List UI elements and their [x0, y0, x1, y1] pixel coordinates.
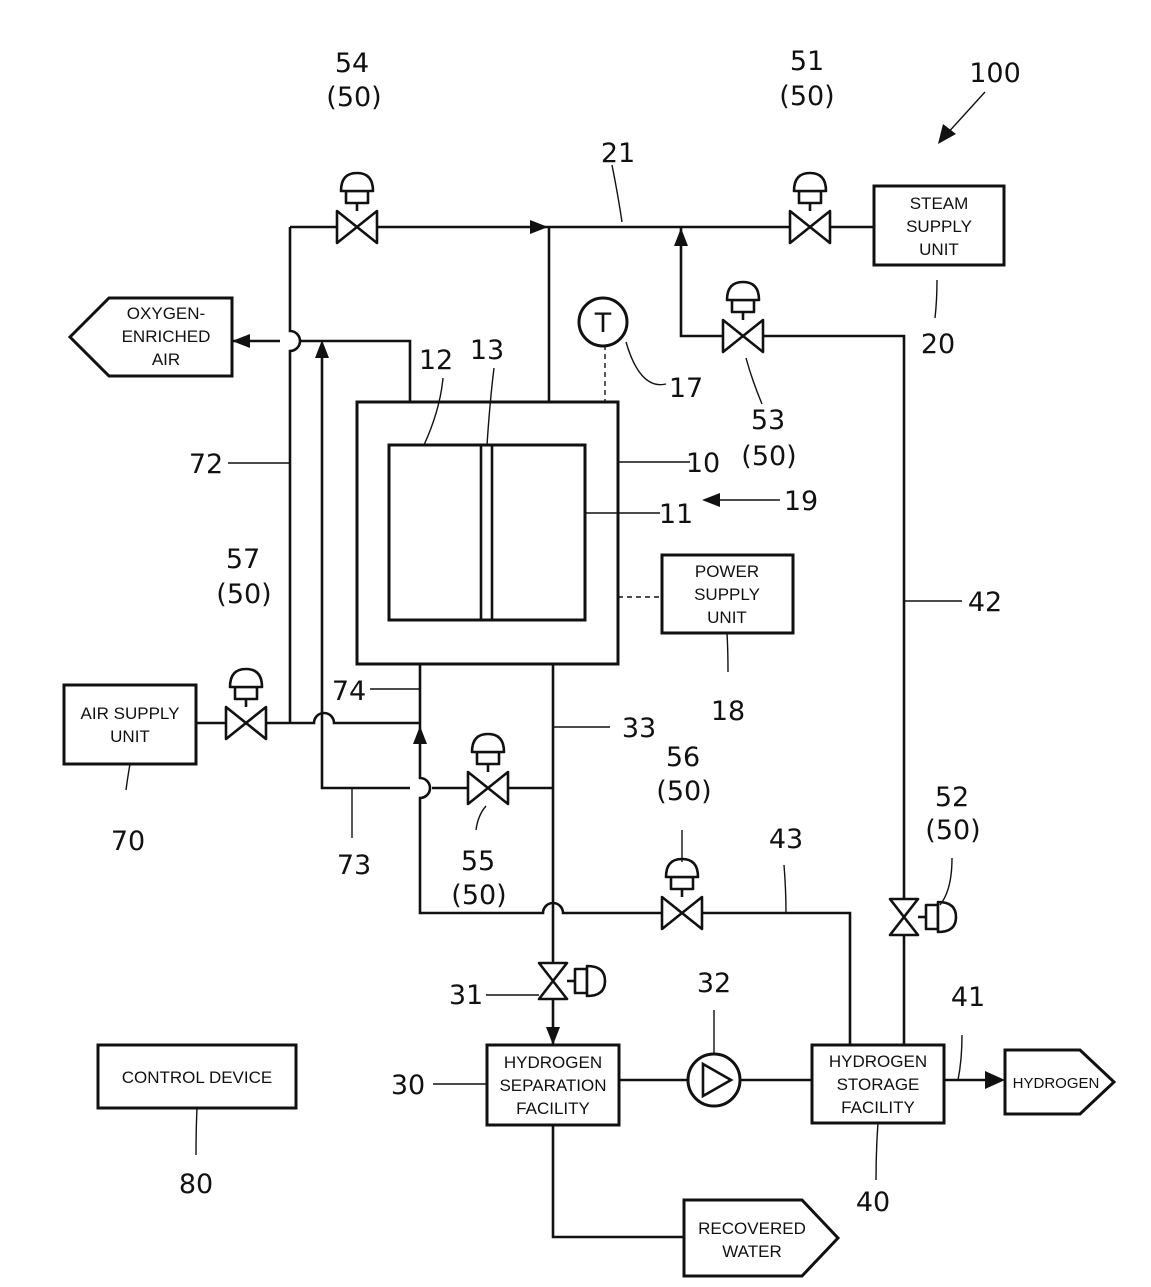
ref-11: 11 [659, 499, 693, 530]
ref-54: 54 [335, 48, 369, 79]
svg-text:SUPPLY: SUPPLY [694, 585, 760, 604]
svg-text:HYDROGEN: HYDROGEN [504, 1053, 602, 1072]
pump-32 [688, 1054, 740, 1106]
svg-text:SUPPLY: SUPPLY [906, 217, 972, 236]
ref-56: 56 [666, 742, 700, 773]
cell-11 [389, 445, 585, 620]
hydrogen-output: HYDROGEN [1005, 1050, 1114, 1114]
svg-text:AIR SUPPLY: AIR SUPPLY [81, 704, 180, 723]
svg-text:AIR: AIR [152, 350, 180, 369]
ref-74: 74 [332, 676, 366, 707]
svg-text:UNIT: UNIT [707, 608, 747, 627]
hydrogen-storage-facility: HYDROGEN STORAGE FACILITY [812, 1045, 944, 1123]
ref-18: 18 [711, 696, 745, 727]
valve-31-icon [539, 963, 605, 999]
ref-73: 73 [337, 850, 371, 881]
ref-40: 40 [856, 1187, 890, 1218]
svg-text:ENRICHED: ENRICHED [122, 327, 211, 346]
ref-53-group: (50) [741, 441, 796, 472]
ref-52-group: (50) [925, 815, 980, 846]
valve-52-icon [890, 899, 956, 935]
svg-text:STORAGE: STORAGE [837, 1075, 920, 1094]
steam-supply-unit: STEAM SUPPLY UNIT [874, 186, 1004, 265]
arrow-up-74 [413, 726, 427, 744]
ref-21: 21 [601, 138, 635, 169]
control-device: CONTROL DEVICE [98, 1045, 296, 1108]
ref-54-group: (50) [326, 82, 381, 113]
ref-19: 19 [784, 486, 818, 517]
ref-51: 51 [790, 46, 824, 77]
ref-57: 57 [226, 544, 260, 575]
ref-57-group: (50) [216, 579, 271, 610]
ref-56-group: (50) [656, 776, 711, 807]
temperature-sensor-17: T [579, 298, 627, 346]
ref-52: 52 [935, 782, 969, 813]
arrow-left-oxygen [232, 334, 250, 348]
air-supply-unit: AIR SUPPLY UNIT [64, 685, 196, 764]
oxygen-enriched-air-output: OXYGEN- ENRICHED AIR [70, 298, 232, 376]
svg-text:POWER: POWER [695, 562, 759, 581]
ref-20: 20 [921, 329, 955, 360]
ref-55-group: (50) [451, 880, 506, 911]
pointer-19-head [702, 493, 720, 507]
valve-51-icon [790, 173, 830, 243]
ref-55: 55 [461, 846, 495, 877]
ref-41: 41 [951, 982, 985, 1013]
ref-53: 53 [751, 405, 785, 436]
power-supply-unit: POWER SUPPLY UNIT [662, 555, 793, 633]
arrow-up-73 [315, 340, 329, 358]
svg-text:HYDROGEN: HYDROGEN [829, 1052, 927, 1071]
line-72 [290, 227, 300, 723]
ref-30: 30 [391, 1070, 425, 1101]
arrow-right-hydrogen [985, 1071, 1005, 1089]
ref-12: 12 [419, 345, 453, 376]
ref-70: 70 [111, 826, 145, 857]
valve-54-icon [337, 173, 377, 243]
pointer-100 [945, 92, 985, 136]
svg-text:HYDROGEN: HYDROGEN [1013, 1075, 1100, 1092]
svg-text:STEAM: STEAM [910, 194, 969, 213]
ref-31: 31 [449, 980, 483, 1011]
svg-text:CONTROL DEVICE: CONTROL DEVICE [122, 1068, 273, 1087]
svg-text:FACILITY: FACILITY [841, 1098, 915, 1117]
ref-33: 33 [622, 713, 656, 744]
svg-text:WATER: WATER [722, 1242, 782, 1261]
temperature-sensor-label: T [594, 308, 612, 339]
svg-text:OXYGEN-: OXYGEN- [127, 304, 205, 323]
line-42 [681, 227, 904, 1045]
svg-text:UNIT: UNIT [110, 727, 150, 746]
ref-100: 100 [969, 58, 1021, 89]
ref-51-group: (50) [779, 81, 834, 112]
ref-32: 32 [697, 968, 731, 999]
svg-text:FACILITY: FACILITY [516, 1099, 590, 1118]
valve-57-icon [226, 669, 266, 739]
ref-13: 13 [470, 335, 504, 366]
ref-10: 10 [686, 448, 720, 479]
ref-42: 42 [968, 587, 1002, 618]
arrow-right-21 [530, 220, 548, 234]
valve-55-icon [468, 734, 508, 804]
arrow-up-42 [674, 228, 688, 246]
ref-80: 80 [179, 1169, 213, 1200]
ref-17: 17 [669, 373, 703, 404]
svg-text:SEPARATION: SEPARATION [499, 1076, 606, 1095]
valve-56-icon [662, 859, 702, 929]
hydrogen-separation-facility: HYDROGEN SEPARATION FACILITY [487, 1045, 619, 1125]
svg-text:RECOVERED: RECOVERED [698, 1219, 806, 1238]
ref-72: 72 [189, 449, 223, 480]
recovered-water-output: RECOVERED WATER [684, 1200, 838, 1276]
arrow-down-separation [546, 1027, 560, 1045]
water-line [553, 1125, 684, 1237]
valve-53-icon [723, 282, 763, 352]
ref-43: 43 [769, 824, 803, 855]
svg-text:UNIT: UNIT [919, 240, 959, 259]
